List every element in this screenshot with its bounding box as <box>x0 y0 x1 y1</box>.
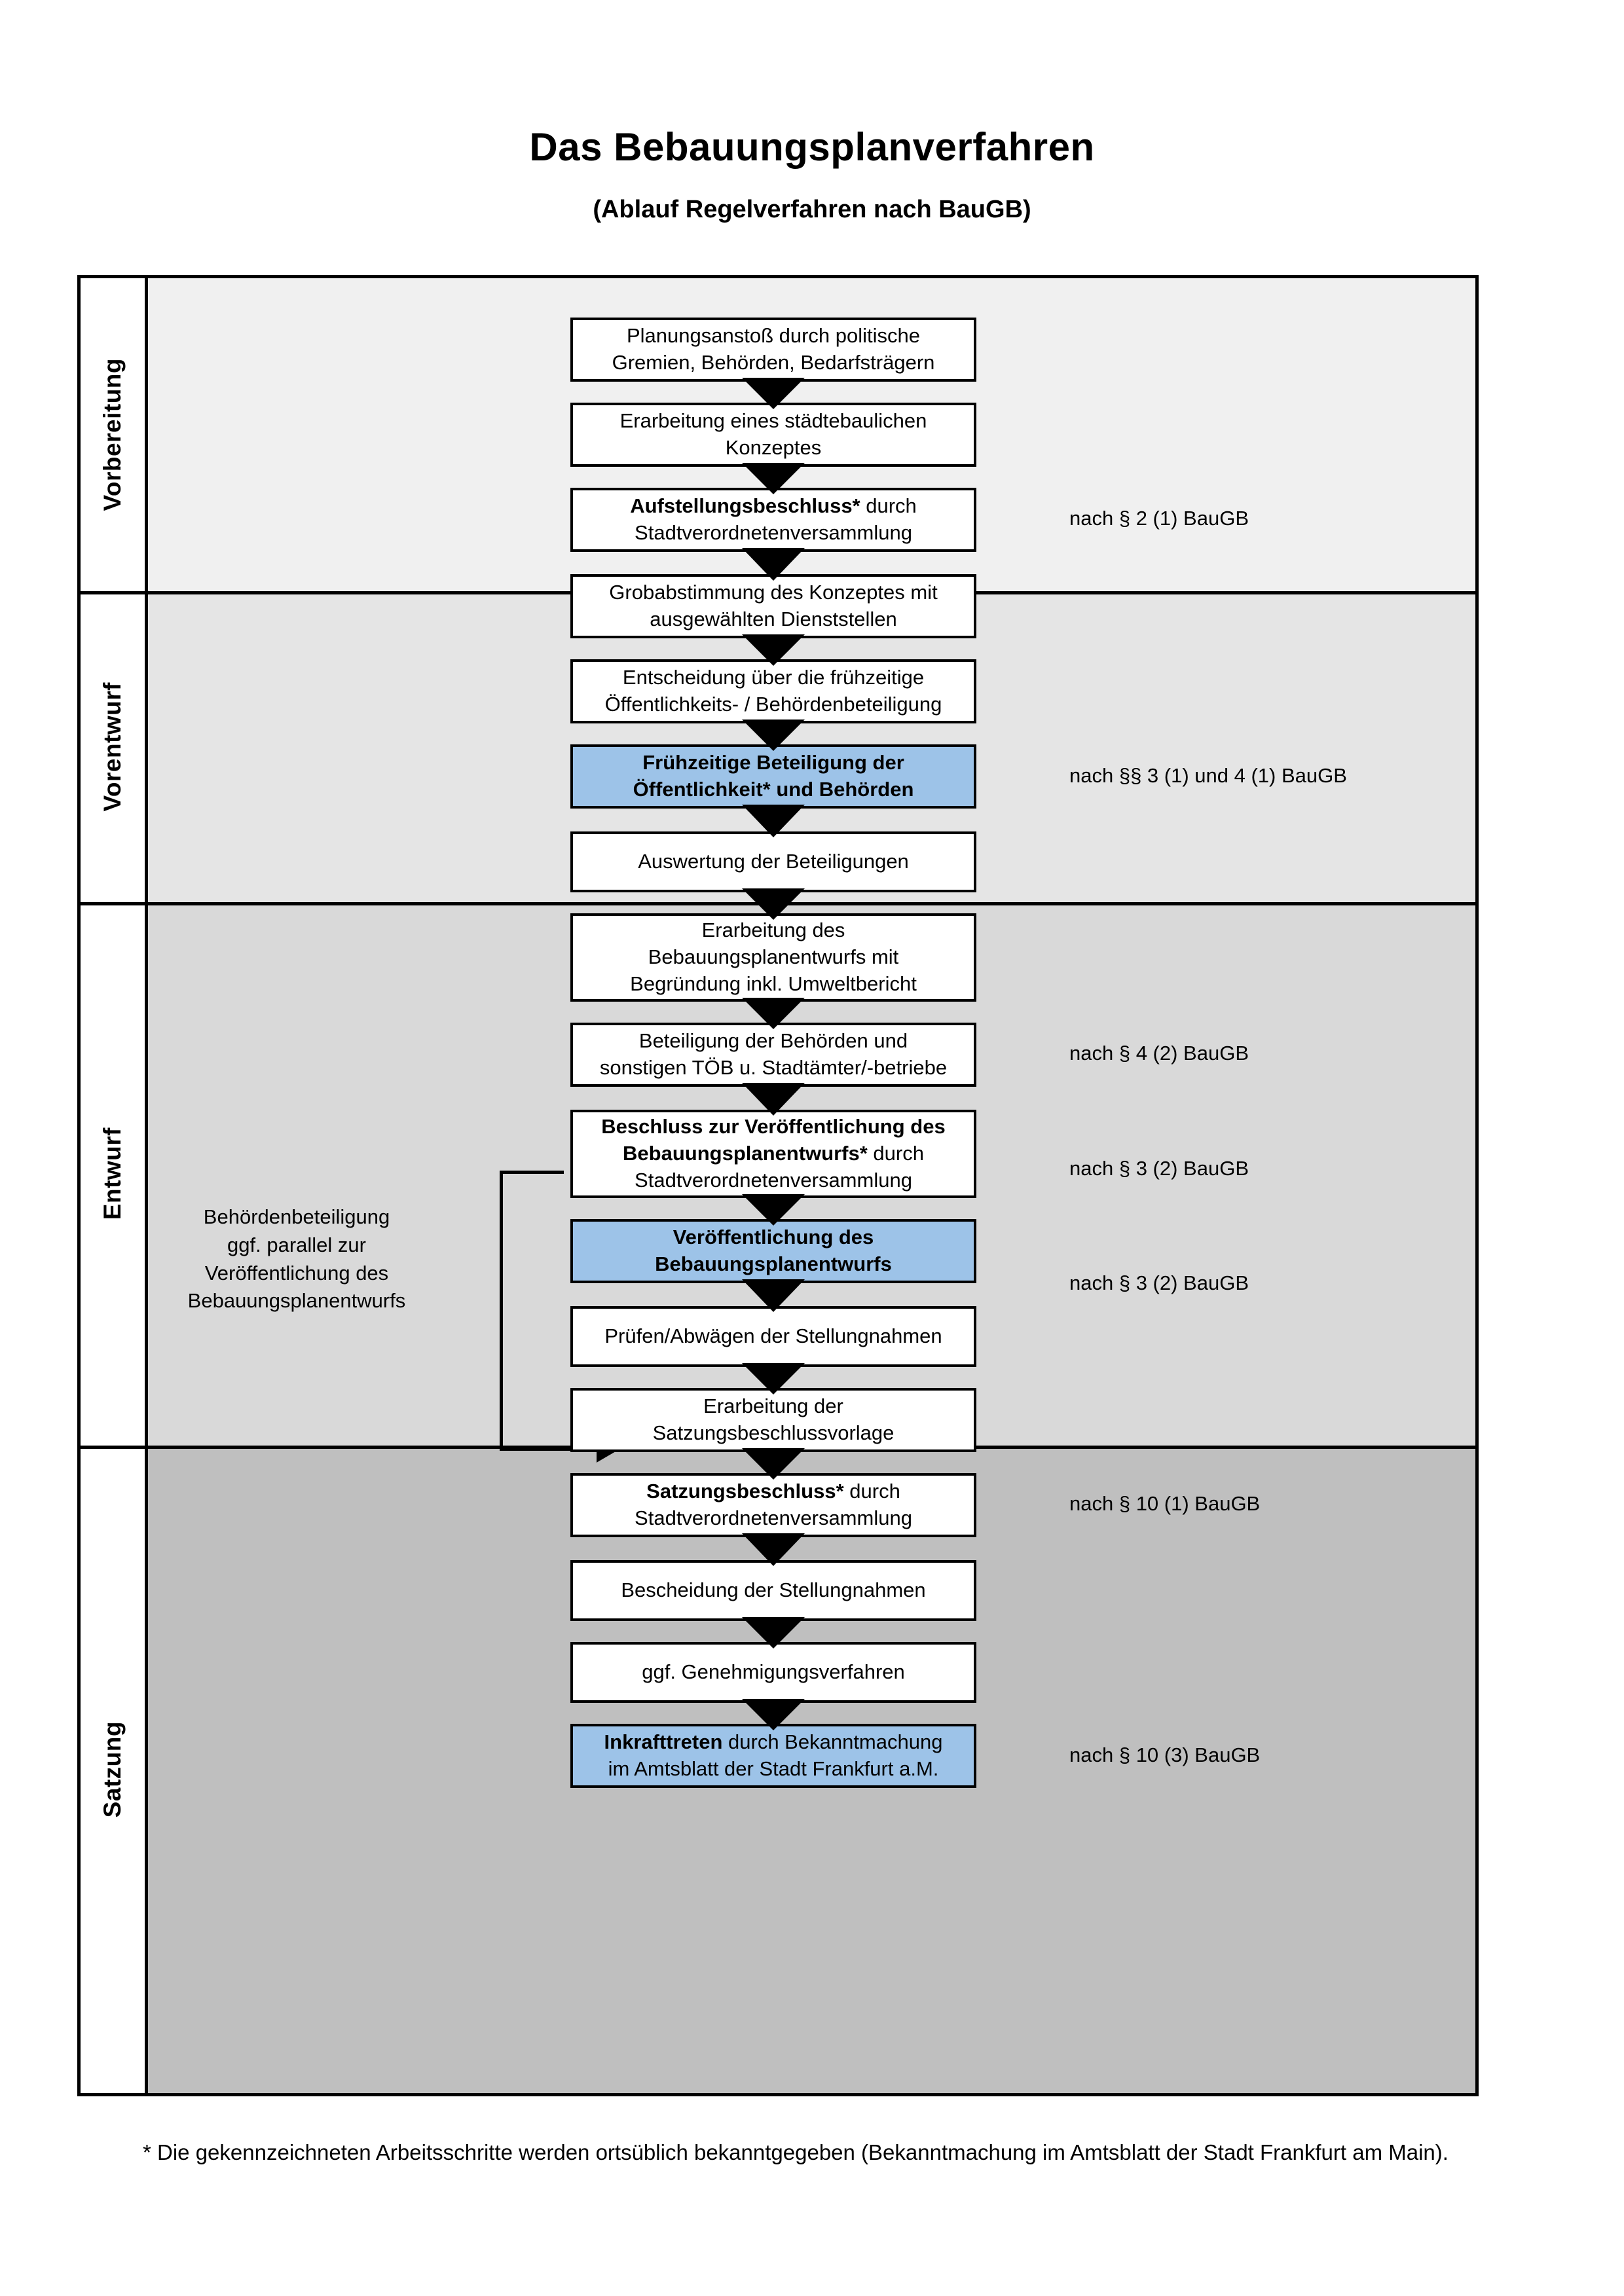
step-s17-rest: durch Bekanntmachung <box>722 1730 943 1754</box>
step-s8-line3: Begründung inkl. Umweltbericht <box>630 972 917 995</box>
flow-arrow-s10-s11 <box>742 1194 805 1226</box>
legal-ref-s14: nach § 10 (1) BauGB <box>1069 1492 1261 1515</box>
phase-label-satzung: Satzung <box>99 1721 126 1818</box>
step-s6-line1: Frühzeitige Beteiligung der <box>642 751 904 774</box>
flow-arrow-s15-s16 <box>742 1617 805 1649</box>
flow-arrow-s3-s4 <box>742 548 805 581</box>
phase-label-col-vorentwurf: Vorentwurf <box>81 591 148 902</box>
phase-label-col-vorbereitung: Vorbereitung <box>81 278 148 591</box>
flow-arrow-s16-s17 <box>742 1699 805 1730</box>
step-s3-line2: Stadtverordnetenversammlung <box>635 521 912 544</box>
side-note-line-4: Bebauungsplanentwurfs <box>187 1289 406 1313</box>
flow-arrow-s2-s3 <box>742 463 805 494</box>
step-box-fruehzeitige-beteiligung: Frühzeitige Beteiligung der Öffentlichke… <box>570 744 976 809</box>
step-s14-rest: durch <box>843 1480 900 1503</box>
step-s12-line1: Prüfen/Abwägen der Stellungnahmen <box>604 1324 942 1348</box>
step-s16-line1: ggf. Genehmigungsverfahren <box>642 1660 905 1684</box>
flow-arrow-s5-s6 <box>742 720 805 751</box>
legal-ref-s17: nach § 10 (3) BauGB <box>1069 1743 1261 1766</box>
step-box-beschluss-veroeffentlichung: Beschluss zur Veröffentlichung des Bebau… <box>570 1110 976 1198</box>
step-s6-line2: Öffentlichkeit* und Behörden <box>633 778 914 801</box>
step-s3-bold: Aufstellungsbeschluss* <box>630 494 860 518</box>
step-box-entscheidung-fruehzeitige-beteiligung: Entscheidung über die frühzeitige Öffent… <box>570 659 976 723</box>
flow-arrow-s7-s8 <box>742 888 805 920</box>
phase-label-col-entwurf: Entwurf <box>81 902 148 1446</box>
step-s14-line2: Stadtverordnetenversammlung <box>635 1506 912 1529</box>
side-note-line-2: ggf. parallel zur <box>227 1233 366 1256</box>
step-s10-bold2: Bebauungsplanentwurfs* <box>623 1142 868 1165</box>
connector-vertical-segment <box>500 1171 503 1451</box>
connector-top-segment <box>500 1171 564 1174</box>
step-s15-line1: Bescheidung der Stellungnahmen <box>621 1578 926 1602</box>
step-s17-line2: im Amtsblatt der Stadt Frankfurt a.M. <box>608 1757 939 1780</box>
step-box-planungsanstoss: Planungsanstoß durch politische Gremien,… <box>570 318 976 382</box>
flow-arrow-s12-s13 <box>742 1363 805 1394</box>
legal-ref-s10: nach § 3 (2) BauGB <box>1069 1157 1249 1180</box>
flow-arrow-s8-s9 <box>742 998 805 1029</box>
step-s13-line2: Satzungsbeschlussvorlage <box>652 1421 895 1444</box>
step-s7-line1: Auswertung der Beteiligungen <box>638 850 909 873</box>
flowchart-frame: Vorbereitung Vorentwurf Entwurf Satzung … <box>77 275 1479 2096</box>
step-box-grobabstimmung: Grobabstimmung des Konzeptes mit ausgewä… <box>570 574 976 638</box>
phase-label-vorbereitung: Vorbereitung <box>99 358 126 511</box>
step-box-genehmigungsverfahren: ggf. Genehmigungsverfahren <box>570 1642 976 1703</box>
flow-arrow-s14-s15 <box>742 1533 805 1566</box>
step-s14-bold: Satzungsbeschluss* <box>646 1480 844 1503</box>
page-title: Das Bebauungsplanverfahren <box>529 125 1095 169</box>
step-s8-line1: Erarbeitung des <box>701 919 845 942</box>
legal-ref-s3: nach § 2 (1) BauGB <box>1069 507 1249 530</box>
step-box-erarbeitung-bebauungsplanentwurf: Erarbeitung des Bebauungsplanentwurfs mi… <box>570 913 976 1002</box>
phase-label-col-satzung: Satzung <box>81 1446 148 2093</box>
step-s13-line1: Erarbeitung der <box>703 1394 843 1418</box>
step-s9-line1: Beteiligung der Behörden und <box>638 1029 908 1053</box>
flow-arrow-s13-s14 <box>742 1448 805 1480</box>
step-s4-line1: Grobabstimmung des Konzeptes mit <box>609 581 938 604</box>
flow-arrow-s9-s10 <box>742 1083 805 1116</box>
step-s1-line1: Planungsanstoß durch politische <box>626 324 921 348</box>
side-note-behoerdenbeteiligung: Behördenbeteiligung ggf. parallel zur Ve… <box>159 1203 434 1315</box>
step-s4-line2: ausgewählten Dienststellen <box>650 608 897 630</box>
side-note-line-3: Veröffentlichung des <box>204 1261 389 1285</box>
step-s2-line2: Konzeptes <box>725 436 822 459</box>
step-s17-bold: Inkrafttreten <box>604 1730 723 1754</box>
step-box-inkrafttreten: Inkrafttreten durch Bekanntmachung im Am… <box>570 1724 976 1788</box>
step-s3-rest: durch <box>860 494 917 518</box>
flow-arrow-s4-s5 <box>742 634 805 666</box>
document-header: Das Bebauungsplanverfahren (Ablauf Regel… <box>0 0 1624 224</box>
legal-ref-s9: nach § 4 (2) BauGB <box>1069 1042 1249 1065</box>
flow-arrow-s1-s2 <box>742 378 805 409</box>
step-box-satzungsbeschluss: Satzungsbeschluss* durch Stadtverordnete… <box>570 1473 976 1537</box>
step-s1-line2: Gremien, Behörden, Bedarfsträgern <box>612 351 935 374</box>
step-s5-line1: Entscheidung über die frühzeitige <box>622 666 925 689</box>
phase-label-entwurf: Entwurf <box>99 1127 126 1220</box>
side-note-line-1: Behördenbeteiligung <box>203 1205 390 1228</box>
legal-ref-s6: nach §§ 3 (1) und 4 (1) BauGB <box>1069 764 1347 787</box>
step-s9-line2: sonstigen TÖB u. Stadtämter/-betriebe <box>599 1056 948 1079</box>
step-s10-bold1: Beschluss zur Veröffentlichung des <box>601 1115 946 1139</box>
step-box-beteiligung-behoerden-toeb: Beteiligung der Behörden und sonstigen T… <box>570 1023 976 1087</box>
step-s2-line1: Erarbeitung eines städtebaulichen <box>619 409 927 433</box>
legal-ref-s11: nach § 3 (2) BauGB <box>1069 1271 1249 1294</box>
step-s8-line2: Bebauungsplanentwurfs mit <box>648 945 899 969</box>
step-s10-rest: durch <box>867 1142 924 1165</box>
step-box-erarbeitung-satzungsbeschlussvorlage: Erarbeitung der Satzungsbeschlussvorlage <box>570 1388 976 1452</box>
flow-arrow-s6-s7 <box>742 805 805 837</box>
step-s10-line3: Stadtverordnetenversammlung <box>635 1168 912 1192</box>
connector-bottom-segment <box>500 1448 598 1451</box>
step-box-veroeffentlichung-bebauungsplanentwurf: Veröffentlichung des Bebauungsplanentwur… <box>570 1219 976 1283</box>
phase-label-vorentwurf: Vorentwurf <box>99 682 126 812</box>
flow-arrow-s11-s12 <box>742 1279 805 1312</box>
step-s5-line2: Öffentlichkeits- / Behördenbeteiligung <box>604 693 942 716</box>
step-s11-line1: Veröffentlichung des <box>673 1226 874 1249</box>
step-box-aufstellungsbeschluss: Aufstellungsbeschluss* durch Stadtverord… <box>570 488 976 552</box>
step-box-pruefen-abwaegen: Prüfen/Abwägen der Stellungnahmen <box>570 1306 976 1367</box>
footnote: * Die gekennzeichneten Arbeitsschritte w… <box>143 2140 1449 2164</box>
step-box-staedtebauliches-konzept: Erarbeitung eines städtebaulichen Konzep… <box>570 403 976 467</box>
step-s11-line2: Bebauungsplanentwurfs <box>655 1252 892 1275</box>
step-box-auswertung-beteiligungen: Auswertung der Beteiligungen <box>570 831 976 892</box>
page-subtitle: (Ablauf Regelverfahren nach BauGB) <box>593 196 1031 223</box>
step-box-bescheidung-stellungnahmen: Bescheidung der Stellungnahmen <box>570 1560 976 1621</box>
